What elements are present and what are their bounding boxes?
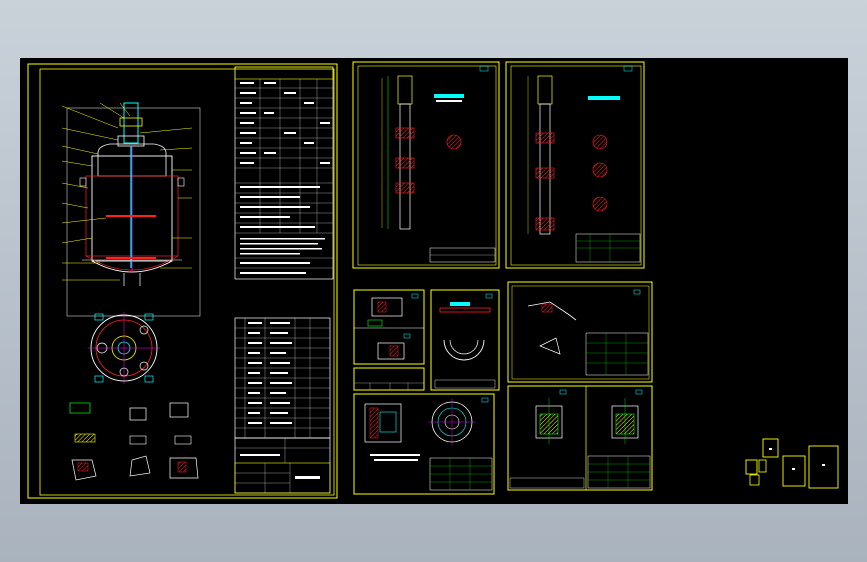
vessel-top-view	[88, 312, 160, 384]
parts-list-table	[234, 317, 331, 439]
title-block	[234, 437, 331, 494]
vessel-elevation-view	[61, 102, 201, 317]
sheet-part-d[interactable]	[353, 393, 495, 495]
sheet-shaft-2[interactable]	[505, 61, 645, 269]
sheet-part-c[interactable]	[353, 367, 425, 391]
drawing-canvas	[27, 61, 839, 499]
small-sheets-group[interactable]	[745, 438, 839, 489]
cad-viewport[interactable]	[20, 58, 848, 504]
technical-spec-table	[234, 66, 334, 280]
sheet-part-a[interactable]	[353, 289, 425, 365]
sheet-part-b[interactable]	[430, 289, 500, 391]
sheet-shaft-1[interactable]	[352, 61, 500, 269]
sheet-part-f[interactable]	[507, 385, 653, 491]
sheet-part-e[interactable]	[507, 281, 653, 383]
sheet-main-assembly[interactable]	[27, 63, 338, 499]
detail-views	[69, 402, 199, 481]
